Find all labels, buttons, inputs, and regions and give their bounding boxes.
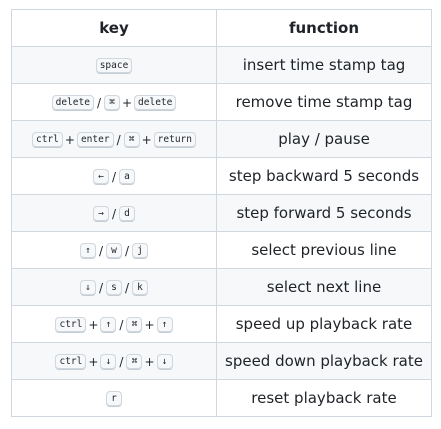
function-cell: select previous line	[216, 231, 432, 269]
keycap: ↓	[156, 354, 173, 370]
table-row: ctrl+↑/⌘+↑speed up playback rate	[11, 305, 432, 343]
combination-plus: +	[144, 355, 155, 369]
alternative-separator: /	[96, 96, 101, 110]
key-combination-group: ↑/w/j	[79, 241, 149, 260]
key-cell: delete/⌘+delete	[11, 83, 217, 121]
key-combination-group: ctrl+↑/⌘+↑	[55, 315, 173, 334]
table-row: space insert time stamp tag	[11, 46, 432, 84]
keycap: ↓	[100, 354, 117, 370]
keycap: ↑	[156, 317, 173, 333]
keycap: ctrl	[55, 317, 87, 333]
keycap: a	[119, 169, 136, 185]
table-row: r reset playback rate	[11, 379, 432, 417]
keycap: enter	[76, 132, 114, 148]
header-row: key function	[11, 9, 432, 47]
key-cell: ←/a	[11, 157, 217, 195]
key-combination-group: ←/a	[92, 167, 136, 186]
table-header: key function	[11, 9, 432, 47]
keycap: k	[132, 280, 149, 296]
table-row: ctrl+↓/⌘+↓speed down playback rate	[11, 342, 432, 380]
key-cell: r	[11, 379, 217, 417]
alternative-separator: /	[111, 170, 117, 184]
function-cell: insert time stamp tag	[216, 46, 432, 84]
keycap: w	[106, 243, 122, 259]
function-cell: speed up playback rate	[216, 305, 432, 343]
table-row: ←/a step backward 5 seconds	[11, 157, 432, 195]
key-cell: ↑/w/j	[11, 231, 217, 269]
keycap: delete	[51, 95, 94, 111]
key-cell: space	[11, 46, 217, 84]
key-combination-group: ctrl+enter/⌘+return	[32, 130, 196, 149]
keycap: ctrl	[55, 354, 87, 370]
key-combination-group: delete/⌘+delete	[51, 93, 177, 112]
keycap: ⌘	[123, 132, 140, 148]
keycap: s	[106, 280, 122, 296]
keycap: ←	[92, 169, 109, 185]
alternative-separator: /	[98, 244, 103, 258]
alternative-separator: /	[98, 281, 103, 295]
function-cell: speed down playback rate	[216, 342, 432, 380]
combination-plus: +	[121, 96, 133, 110]
key-cell: ctrl+↓/⌘+↓	[11, 342, 217, 380]
keycap: ↓	[79, 280, 96, 296]
keycap: ⌘	[103, 95, 120, 111]
keycap: return	[153, 132, 196, 148]
function-cell: step backward 5 seconds	[216, 157, 432, 195]
keycap: ↑	[79, 243, 96, 259]
key-combination-group: ↓/s/k	[79, 278, 149, 297]
combination-plus: +	[64, 133, 75, 147]
function-cell: step forward 5 seconds	[216, 194, 432, 232]
combination-plus: +	[88, 318, 99, 332]
key-combination-group: →/d	[92, 204, 136, 223]
keycap: ↑	[100, 317, 117, 333]
key-cell: →/d	[11, 194, 217, 232]
key-cell: ctrl+↑/⌘+↑	[11, 305, 217, 343]
function-cell: reset playback rate	[216, 379, 432, 417]
keyboard-shortcuts-table: key function space insert time stamp tag d…	[11, 9, 432, 417]
keycap: d	[119, 206, 136, 222]
alternative-separator: /	[125, 244, 130, 258]
alternative-separator: /	[116, 133, 121, 147]
keycap: j	[132, 243, 149, 259]
alternative-separator: /	[111, 207, 117, 221]
key-combination-group: space	[95, 56, 133, 75]
combination-plus: +	[144, 318, 155, 332]
keycap: ctrl	[32, 132, 63, 148]
keycap: ⌘	[126, 354, 143, 370]
shortcuts-table-wrapper: key function space insert time stamp tag d…	[11, 9, 432, 417]
table-row: →/d step forward 5 seconds	[11, 194, 432, 232]
column-header-function: function	[216, 9, 432, 47]
function-cell: select next line	[216, 268, 432, 306]
function-cell: play / pause	[216, 120, 432, 158]
alternative-separator: /	[125, 281, 130, 295]
function-cell: remove time stamp tag	[216, 83, 432, 121]
combination-plus: +	[141, 133, 152, 147]
keycap: r	[106, 391, 122, 407]
alternative-separator: /	[119, 318, 124, 332]
key-combination-group: r	[106, 389, 122, 408]
key-cell: ctrl+enter/⌘+return	[11, 120, 217, 158]
keycap: delete	[134, 95, 177, 111]
key-cell: ↓/s/k	[11, 268, 217, 306]
alternative-separator: /	[119, 355, 124, 369]
keycap: ⌘	[126, 317, 143, 333]
key-combination-group: ctrl+↓/⌘+↓	[55, 352, 173, 371]
column-header-key: key	[11, 9, 217, 47]
keycap: space	[95, 58, 133, 74]
keycap: →	[92, 206, 109, 222]
combination-plus: +	[88, 355, 99, 369]
